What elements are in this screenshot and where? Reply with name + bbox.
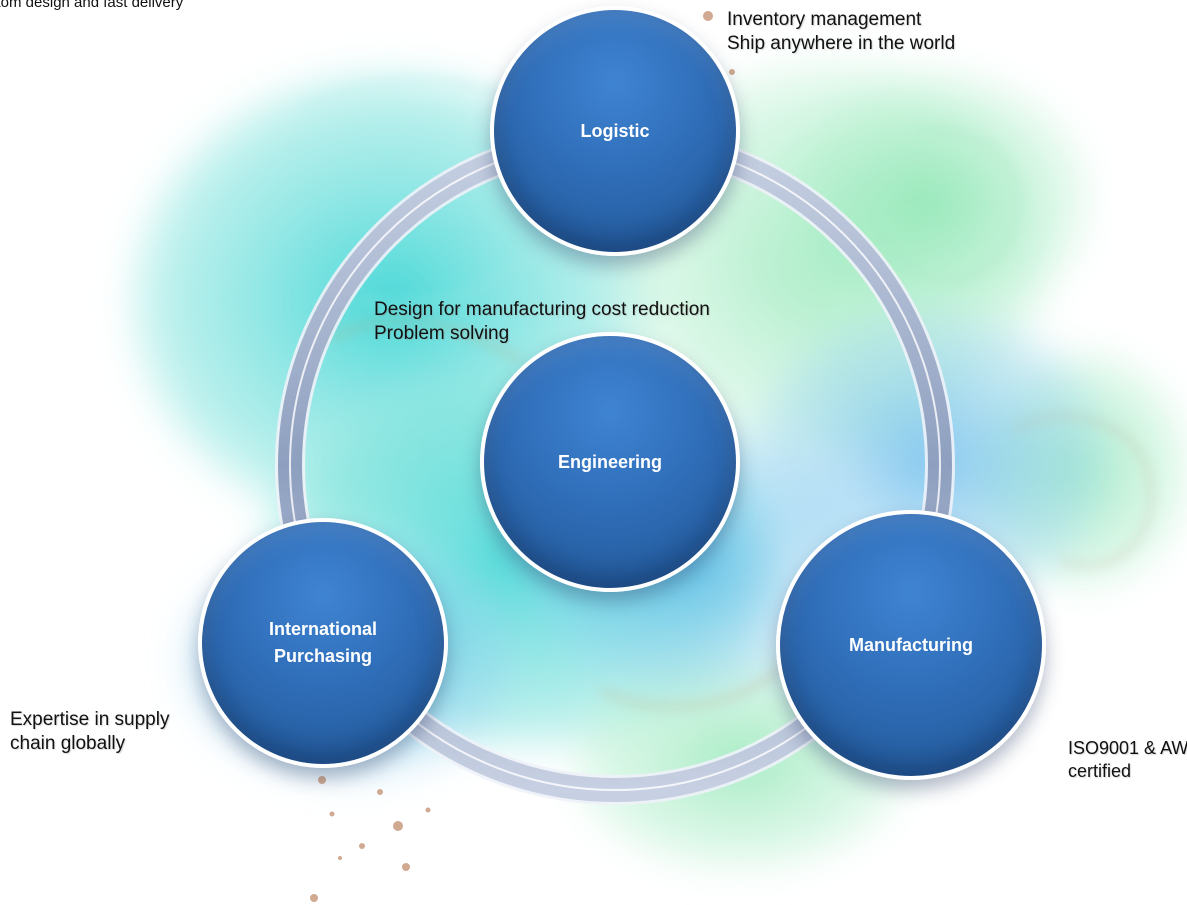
international-purchasing-node: International Purchasing <box>198 518 448 768</box>
manufacturing-node-label: Manufacturing <box>849 634 973 655</box>
international-purchasing-label-line-1: International <box>268 619 377 639</box>
engineering-description-line-2: Problem solving <box>374 322 510 344</box>
international-purchasing-node-label: International Purchasing <box>251 616 395 670</box>
logistic-description-line-1: Inventory management <box>727 9 922 30</box>
purchasing-description: Expertise in supply chain globally <box>10 708 169 756</box>
purchasing-description-line-2: chain globally <box>10 732 126 754</box>
logistic-description-line-2: Ship anywhere in the world <box>727 32 956 54</box>
manufacturing-description-line-1: ISO9001 & AWI <box>1068 738 1187 758</box>
top-left-note-line: stom design and fast delivery <box>0 0 184 11</box>
engineering-description: Design for manufacturing cost reduction … <box>374 298 710 346</box>
manufacturing-description-line-2: certified <box>1068 760 1132 781</box>
top-left-note: stom design and fast delivery <box>0 0 183 12</box>
logistic-node: Logistic <box>490 6 740 256</box>
manufacturing-description: ISO9001 & AWI certified <box>1068 737 1187 782</box>
international-purchasing-label-line-2: Purchasing <box>273 646 372 666</box>
engineering-node-label: Engineering <box>557 451 662 472</box>
logistic-node-label: Logistic <box>580 120 650 141</box>
engineering-node: Engineering <box>480 332 740 592</box>
engineering-description-line-1: Design for manufacturing cost reduction <box>374 299 710 320</box>
logistic-description: Inventory management Ship anywhere in th… <box>727 8 955 56</box>
manufacturing-node: Manufacturing <box>776 510 1046 780</box>
purchasing-description-line-1: Expertise in supply <box>10 709 170 730</box>
